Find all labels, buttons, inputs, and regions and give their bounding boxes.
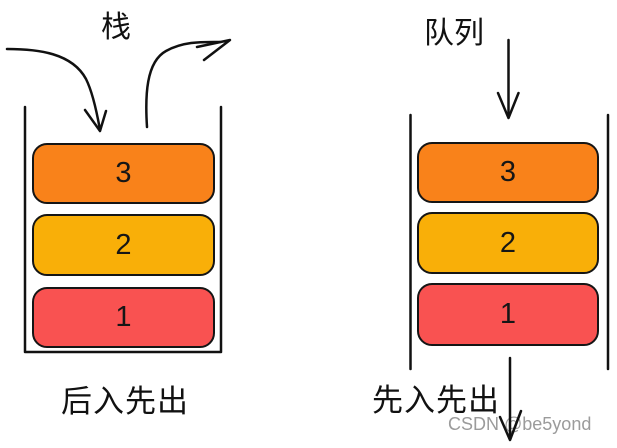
stack-item-1-label: 1 [115,301,132,333]
queue-title: 队列 [424,17,484,50]
stack-item-2: 2 [32,214,215,276]
queue-item-3: 3 [417,142,599,203]
queue-item-3-label: 3 [499,156,517,188]
stack-caption: 后入先出 [61,384,189,419]
enqueue-arrow-icon [496,38,520,120]
queue-caption: 先入先出 [372,383,500,418]
stack-item-1: 1 [32,287,215,348]
push-arrow-icon [5,47,108,133]
stack-item-3: 3 [32,143,215,204]
stack-item-2-label: 2 [115,228,132,261]
pop-arrow-icon [145,38,232,129]
stack-item-3-label: 3 [115,157,132,189]
queue-item-2: 2 [417,212,599,274]
stack-title: 栈 [101,11,131,44]
queue-item-1: 1 [417,283,599,346]
queue-item-1-label: 1 [499,298,517,330]
queue-item-2-label: 2 [499,226,517,259]
